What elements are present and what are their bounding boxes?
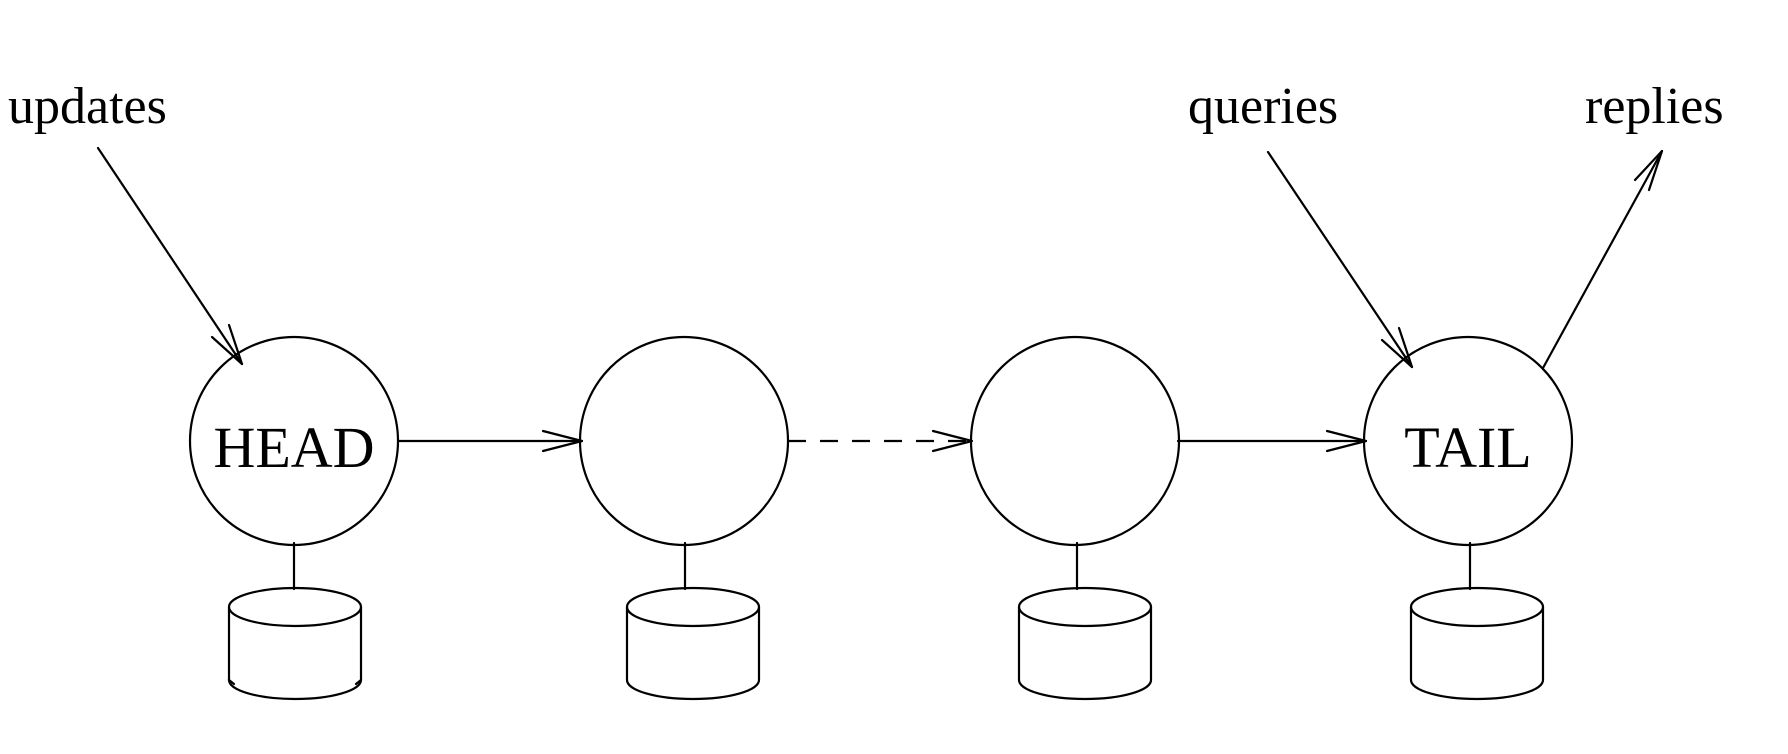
- head-node: HEAD: [188, 335, 400, 547]
- replies-arrow: [1541, 149, 1664, 370]
- tail-node-label: TAIL: [1404, 415, 1531, 480]
- chain-node-3: [969, 335, 1181, 547]
- node-3-storage: [1017, 541, 1153, 701]
- tail-storage: [1409, 541, 1545, 701]
- head-node-label: HEAD: [213, 415, 374, 480]
- replies-label: replies: [1585, 78, 1724, 135]
- tail-node: TAIL: [1362, 335, 1574, 547]
- node-2-storage: [625, 541, 761, 701]
- head-storage: [227, 541, 363, 701]
- queries-label: queries: [1188, 78, 1338, 135]
- link-node3-to-tail: [1176, 429, 1368, 453]
- chain-node-2: [578, 335, 790, 547]
- link-head-to-node2: [396, 429, 584, 453]
- updates-label: updates: [8, 78, 167, 135]
- queries-arrow: [1266, 150, 1414, 369]
- updates-arrow: [96, 146, 244, 366]
- link-node2-to-node3: [788, 429, 974, 453]
